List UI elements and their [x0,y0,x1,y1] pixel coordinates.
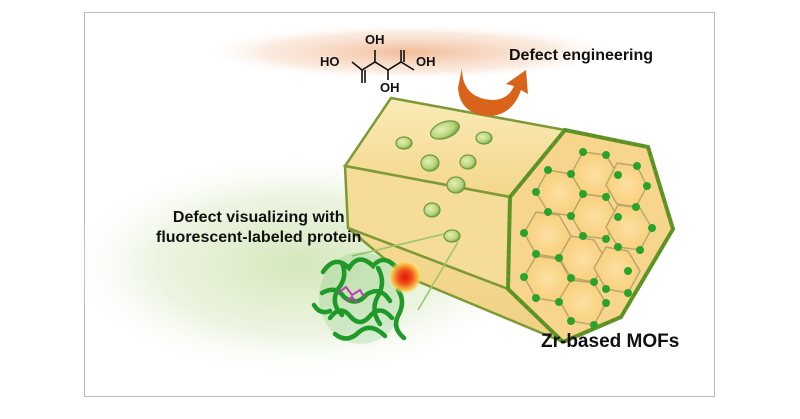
defect-visualizing-label: Defect visualizing with fluorescent-labe… [156,208,361,248]
hydroxyl-left: HO [320,54,340,69]
mof-crystal [342,96,676,345]
defect-pore [420,154,440,172]
defect-engineering-label: Defect engineering [509,47,654,64]
defect-visualizing-line1: Defect visualizing with [172,209,345,226]
orange-glow [200,24,620,80]
zr-mofs-label: Zr-based MOFs [541,331,680,352]
defect-visualizing-line2: fluorescent-labeled protein [156,229,362,246]
protein-structure [311,252,422,344]
defect-pore [443,229,461,243]
defect-pore [446,176,466,194]
defect-pore [423,202,441,218]
defect-pores [395,120,493,243]
zr-nodes [520,148,656,329]
defect-pore [459,154,477,170]
defect-engineering-arrow-icon [458,68,528,116]
tartaric-acid-structure [351,50,415,83]
hydroxyl-right: OH [416,54,436,69]
defect-pore [475,131,493,145]
callout-lines [351,233,459,311]
hydroxyl-bottom: OH [380,80,400,95]
defect-pore [430,120,460,140]
hydroxyl-top: OH [365,32,385,47]
cap-node-border [506,128,675,344]
fluorophore-icon [388,260,422,294]
defect-pore [395,136,413,150]
